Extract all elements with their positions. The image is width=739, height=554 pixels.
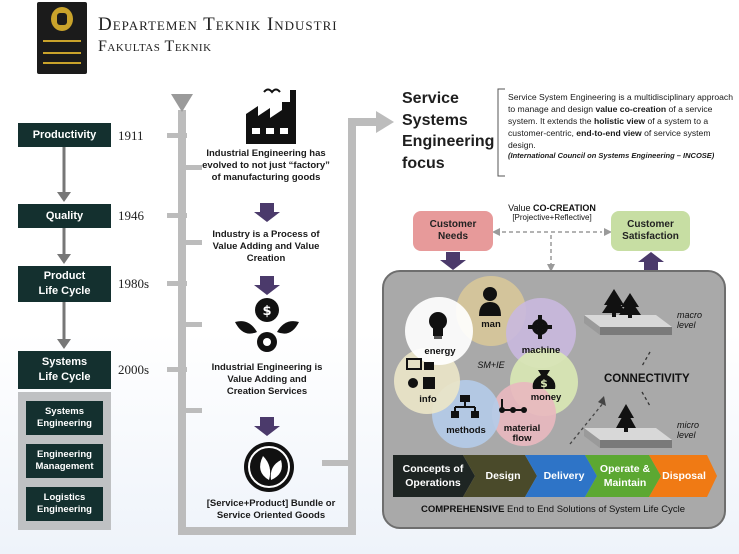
connectivity-arrows (569, 351, 651, 445)
label-info: info (419, 394, 437, 405)
value-money-icon: $ (235, 298, 299, 352)
phase-design: Design (485, 469, 521, 482)
label-methods: methods (446, 425, 486, 436)
year-1980s: 1980s (118, 276, 150, 291)
phase-concepts-of-operations: Concepts of Operations (402, 463, 464, 489)
evolution-services-text: Industrial Engineering is Value Adding a… (211, 362, 323, 397)
center-label: SM+IE (477, 360, 505, 370)
factory-icon (246, 88, 296, 144)
connectivity-label: CONNECTIVITY (604, 373, 690, 385)
leaf-bundle-icon (244, 442, 294, 492)
footer-caption: COMPREHENSIVE End to End Solutions of Sy… (421, 504, 685, 515)
svg-text:$: $ (540, 377, 548, 390)
label-man: man (481, 319, 501, 330)
stage-quality: Quality (18, 204, 111, 228)
substage-systems-engineering: Systems Engineering (26, 401, 103, 435)
person-icon (479, 287, 501, 316)
label-material-flow: material flow (503, 423, 541, 445)
year-1946: 1946 (118, 208, 144, 223)
customer-needs-box: Customer Needs (413, 211, 493, 251)
value-cocreation-label: Value CO-CREATION [Projective+Reflective… (508, 203, 596, 222)
stage-systems-life-cycle: Systems Life Cycle (18, 351, 111, 389)
faculty-title: Fakultas Teknik (98, 38, 212, 55)
substage-engineering-management: Engineering Management (26, 444, 103, 478)
focus-title: Service Systems Engineering focus (402, 90, 495, 172)
university-logo (37, 2, 87, 74)
evolution-factory-text: Industrial Engineering has evolved to no… (202, 148, 330, 183)
macro-level-platform (584, 289, 672, 335)
info-tools-icon (406, 358, 435, 389)
year-1911: 1911 (118, 128, 144, 143)
definition-source: (International Council on Systems Engine… (508, 151, 715, 161)
label-machine: machine (521, 345, 561, 356)
macro-level-label: macro level (677, 310, 703, 331)
evolution-value-adding-text: Industry is a Process of Value Adding an… (212, 229, 320, 264)
money-bag-icon: $ (532, 370, 556, 390)
substage-logistics-engineering: Logistics Engineering (26, 487, 103, 521)
micro-level-platform (584, 404, 672, 448)
gear-icon (528, 315, 552, 339)
phase-disposal: Disposal (662, 469, 706, 482)
phase-delivery: Delivery (543, 469, 585, 482)
lightbulb-icon (429, 312, 447, 339)
department-title: Departemen Teknik Industri (98, 14, 338, 35)
year-2000s: 2000s (118, 362, 150, 377)
bracket (497, 88, 505, 177)
evolution-bundle-text: [Service+Product] Bundle or Service Orie… (206, 498, 336, 521)
stage-productivity: Productivity (18, 123, 111, 147)
phase-operate-maintain: Operate & Maintain (599, 463, 651, 489)
label-energy: energy (424, 346, 456, 357)
micro-level-label: micro level (677, 420, 699, 441)
svg-text:$: $ (262, 304, 271, 319)
flow-icon (499, 399, 527, 413)
phase-chevrons (393, 455, 717, 497)
stage-product-life-cycle: Product Life Cycle (18, 266, 111, 302)
seal-icon (51, 7, 73, 31)
label-money: money (530, 392, 562, 403)
hierarchy-icon (451, 395, 479, 418)
definition-text: Service System Engineering is a multidis… (508, 91, 736, 162)
circle-material-flow (492, 382, 556, 446)
customer-satisfaction-box: Customer Satisfaction (611, 211, 690, 251)
